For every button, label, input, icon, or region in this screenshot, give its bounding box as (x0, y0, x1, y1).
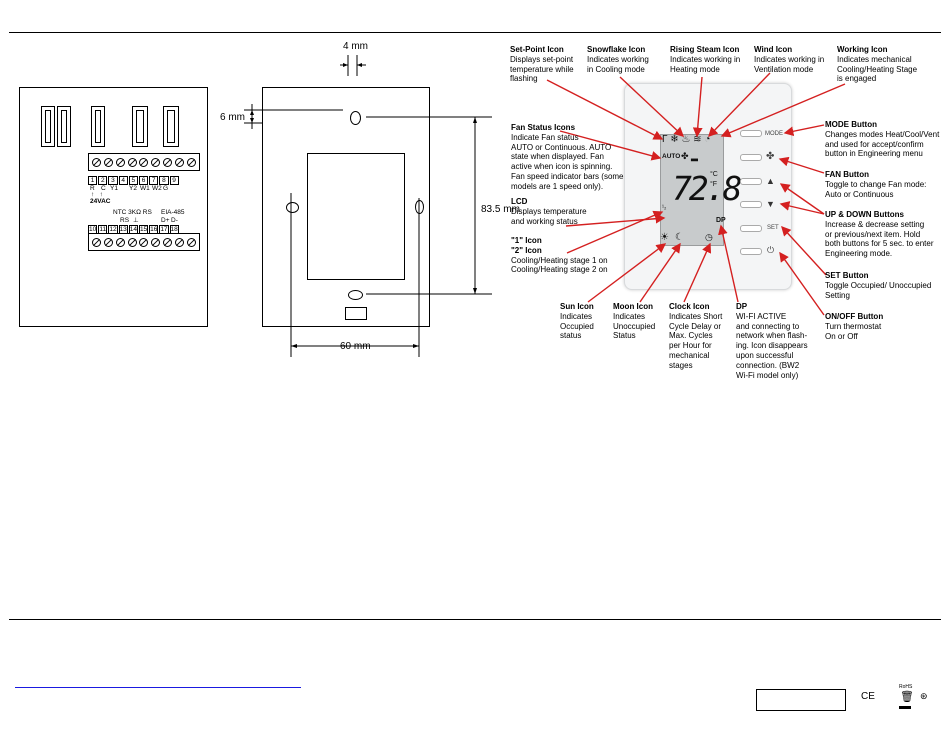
recycle-icon: ⊛ (920, 691, 928, 701)
relay (91, 106, 105, 147)
dim-6mm: 6 mm (220, 112, 245, 123)
callout-stage: "1" Icon "2" Icon Cooling/Heating stage … (511, 236, 608, 275)
lcd-display (660, 134, 724, 246)
relay (163, 106, 179, 147)
label-dplus: D+ (161, 217, 170, 224)
fan-icon: ✤ (766, 151, 775, 162)
mode-button-label: MODE (765, 131, 783, 137)
footer-link-underline[interactable] (15, 687, 301, 688)
label-y2: Y2 (129, 185, 137, 192)
terminal-strip-bottom (88, 233, 200, 251)
label-ntc: NTC 3KΩ RS (113, 209, 152, 216)
label-w2: W2 (152, 185, 162, 192)
footer-box (756, 689, 846, 711)
ce-mark: CE (861, 691, 875, 702)
bottom-rule (9, 619, 941, 620)
weee-bar (899, 706, 911, 709)
label-eia: EIA-485 (161, 209, 185, 216)
mode-button[interactable] (740, 130, 762, 137)
up-arrow-icon: ▲ (766, 176, 775, 186)
mount-hole-left (286, 202, 299, 213)
dim-83-5mm: 83.5 mm (481, 204, 520, 215)
down-button[interactable] (740, 201, 762, 208)
power-icon: ⏻ (767, 245, 775, 255)
power-button[interactable] (740, 248, 762, 255)
label-ground: ⊥ (133, 217, 139, 224)
fan-button[interactable] (740, 154, 762, 161)
weee-bin-icon: 🗑 (900, 691, 914, 703)
moon-icon: ☾ (675, 232, 684, 243)
mount-hole-bottom (348, 290, 363, 300)
callout-fan: FAN Button Toggle to change Fan mode:Aut… (825, 170, 927, 199)
clock-icon: ◷ (705, 232, 713, 242)
plate-cutout (307, 153, 405, 280)
relay (132, 106, 148, 147)
top-rule (9, 32, 941, 33)
mount-hole-top (350, 111, 361, 125)
lcd-temperature: 72.8 (672, 169, 743, 208)
set-button[interactable] (740, 225, 762, 232)
label-g: G (163, 185, 169, 192)
dim-60mm: 60 mm (340, 341, 371, 352)
label-c: C (101, 185, 106, 192)
lcd-unit-c: °C (710, 171, 718, 178)
up-button[interactable] (740, 178, 762, 185)
set-button-label: SET (767, 225, 779, 231)
label-rs: RS (120, 217, 130, 224)
lcd-top-icons: Γ ❄ ♨ ≋ ◔ (662, 134, 711, 145)
relay (57, 106, 71, 147)
voltage-label: 24VAC (90, 198, 111, 205)
sun-icon: ☀ (660, 232, 669, 243)
mounting-plate (262, 87, 430, 327)
fan-status-icon: ✤ ▂ (681, 151, 698, 161)
label-w1: W1 (140, 185, 150, 192)
down-arrow-icon: ▼ (766, 199, 775, 209)
plate-slot (345, 307, 367, 320)
lcd-auto: AUTO (662, 153, 681, 160)
lcd-stage-icon: ¹₂ (662, 205, 667, 211)
terminal-strip-top (88, 153, 200, 171)
lcd-unit-f: °F (710, 181, 718, 188)
label-r: R (90, 185, 95, 192)
dim-4mm: 4 mm (343, 41, 368, 52)
callout-updown: UP & DOWN Buttons Increase & decrease se… (825, 210, 934, 259)
callout-mode: MODE Button Changes modes Heat/Cool/Vent… (825, 120, 940, 159)
label-y1: Y1 (110, 185, 118, 192)
relay (41, 106, 55, 147)
arrow-up-icon: ↑ ↑ (91, 191, 103, 198)
rohs-mark: RoHS (899, 684, 913, 690)
label-dminus: D- (171, 217, 178, 224)
lcd-dp: DP (716, 217, 726, 224)
